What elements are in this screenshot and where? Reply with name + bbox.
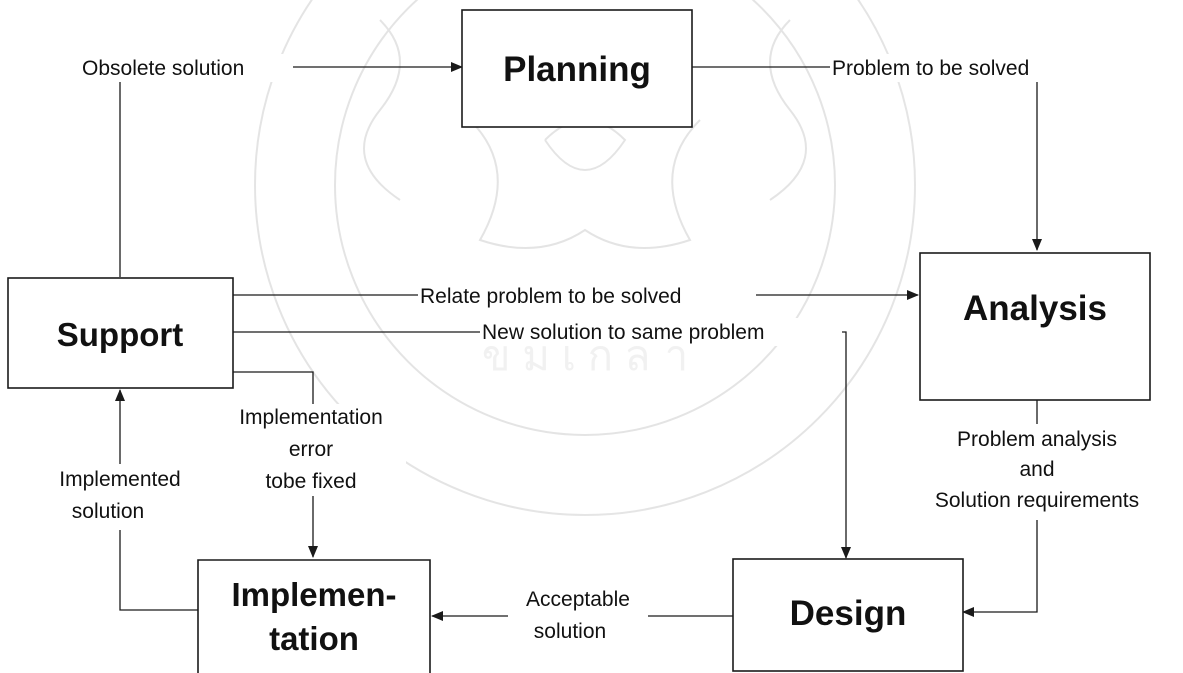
label-implemented-solution-line1: Implemented	[59, 468, 180, 491]
edge-obsolete-solution	[119, 62, 463, 277]
label-acceptable-solution-line2: solution	[534, 620, 606, 643]
node-design-label: Design	[790, 594, 907, 633]
node-design[interactable]: Design	[732, 558, 964, 672]
label-problem-to-be-solved: Problem to be solved	[832, 57, 1029, 80]
node-analysis[interactable]: Analysis	[919, 252, 1151, 401]
edge-new-solution	[233, 331, 851, 559]
label-implementation-error-line2: error	[289, 438, 333, 461]
node-analysis-label: Analysis	[963, 289, 1107, 328]
label-implementation-error-line1: Implementation	[239, 406, 383, 429]
edge-implemented-solution	[115, 389, 198, 611]
node-support[interactable]: Support	[7, 277, 234, 389]
edge-problem-to-be-solved	[692, 66, 1042, 251]
label-implementation-error-line3: tobe fixed	[265, 470, 356, 493]
label-acceptable-solution-line1: Acceptable	[526, 588, 630, 611]
node-planning-label: Planning	[503, 50, 651, 89]
label-problem-analysis-line3: Solution requirements	[935, 489, 1139, 512]
label-new-solution: New solution to same problem	[482, 321, 764, 344]
label-relate-problem: Relate problem to be solved	[420, 285, 682, 308]
edge-labels: Obsolete solution Problem to be solved R…	[40, 54, 1172, 648]
node-planning[interactable]: Planning	[461, 9, 693, 128]
label-obsolete-solution: Obsolete solution	[82, 57, 244, 80]
label-problem-analysis-line1: Problem analysis	[957, 428, 1117, 451]
node-implementation-label-line2: tation	[269, 620, 359, 657]
node-implementation[interactable]: Implemen- tation	[197, 559, 431, 673]
node-implementation-label-line1: Implemen-	[231, 576, 396, 613]
node-support-label: Support	[57, 316, 183, 353]
label-implemented-solution-line2: solution	[72, 500, 144, 523]
label-problem-analysis-line2: and	[1019, 458, 1054, 481]
